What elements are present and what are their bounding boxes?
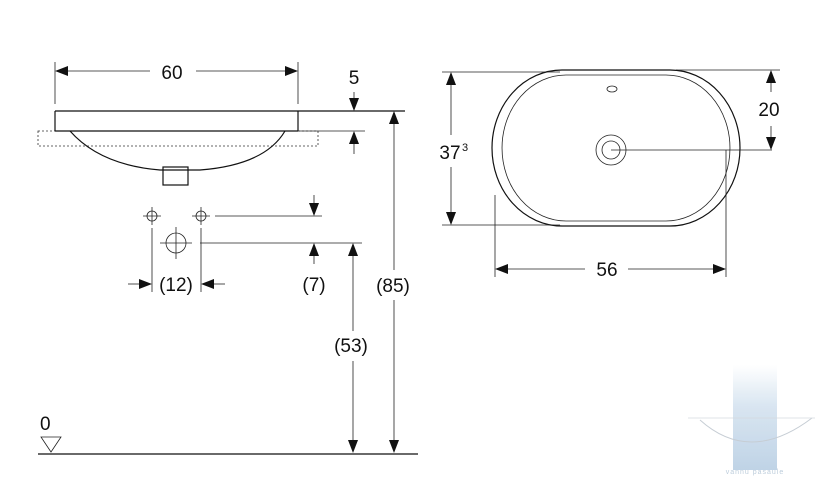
dim-top-width: 60	[161, 63, 182, 84]
dim-rim-depth: 5	[349, 68, 360, 89]
basin-side-view: 60 5	[37, 62, 405, 186]
dim-waste-spacing: (12)	[159, 275, 193, 296]
dim-waste-height: (7)	[302, 275, 325, 296]
dim-oval-height-sup: 3	[462, 142, 468, 154]
dim-inner-width: 56	[596, 260, 617, 281]
basin-top-view: 20 37 3 56	[439, 69, 780, 281]
height-dimensions: (53) (85)	[334, 111, 410, 453]
watermark-logo: vannu pasaule	[688, 365, 815, 476]
floor-level: 0	[38, 414, 418, 455]
floor-level-label: 0	[40, 414, 51, 435]
connection-points: (12) (7)	[128, 195, 362, 296]
dim-waste-from-floor: (53)	[334, 336, 368, 357]
dim-tap-offset: 20	[758, 100, 779, 121]
dim-oval-height: 37	[439, 143, 460, 164]
watermark-text: vannu pasaule	[726, 469, 785, 476]
dim-total-height: (85)	[376, 276, 410, 297]
